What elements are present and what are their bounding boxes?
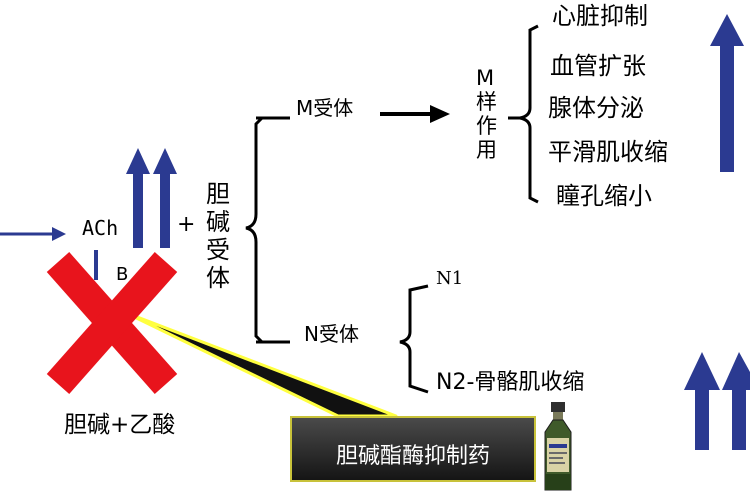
medicine-bottle-icon: [544, 402, 572, 491]
block-cross-icon: [46, 252, 178, 394]
n1-label: N1: [436, 268, 464, 289]
plus-sign: +: [177, 212, 196, 237]
receptor-vertical-label: 胆碱受体: [206, 180, 230, 292]
m-effects-bracket: [519, 24, 539, 204]
products-label: 胆碱+乙酸: [64, 412, 176, 438]
m-effect-1: 心脏抑制: [552, 2, 648, 30]
m-effect-3: 腺体分泌: [548, 94, 644, 122]
n2-label: N2-骨骼肌收缩: [436, 370, 585, 395]
inhibitor-callout: 胆碱酯酶抑制药: [290, 416, 536, 482]
ach-down-arrow: [94, 250, 98, 280]
m-effect-5: 瞳孔缩小: [556, 182, 652, 210]
partial-char: B: [116, 264, 129, 285]
m-effect-4: 平滑肌收缩: [548, 138, 668, 166]
m-effect-2: 血管扩张: [550, 52, 646, 80]
ach-label: ACh: [82, 216, 119, 240]
m-arrow: [380, 105, 450, 123]
ach-increase-arrows: [126, 148, 177, 248]
right-top-arrow: [710, 14, 744, 172]
callout-text: 胆碱酯酶抑制药: [335, 444, 490, 469]
n-items-bracket: [399, 284, 429, 394]
n-receptor-label: N受体: [304, 322, 359, 346]
incoming-arrow: [0, 227, 66, 241]
m-receptor-label: M受体: [296, 96, 354, 120]
m-effect-vertical-label: M样作用: [476, 66, 497, 162]
receptor-bracket: [245, 116, 264, 344]
right-bottom-arrows: [684, 352, 750, 450]
